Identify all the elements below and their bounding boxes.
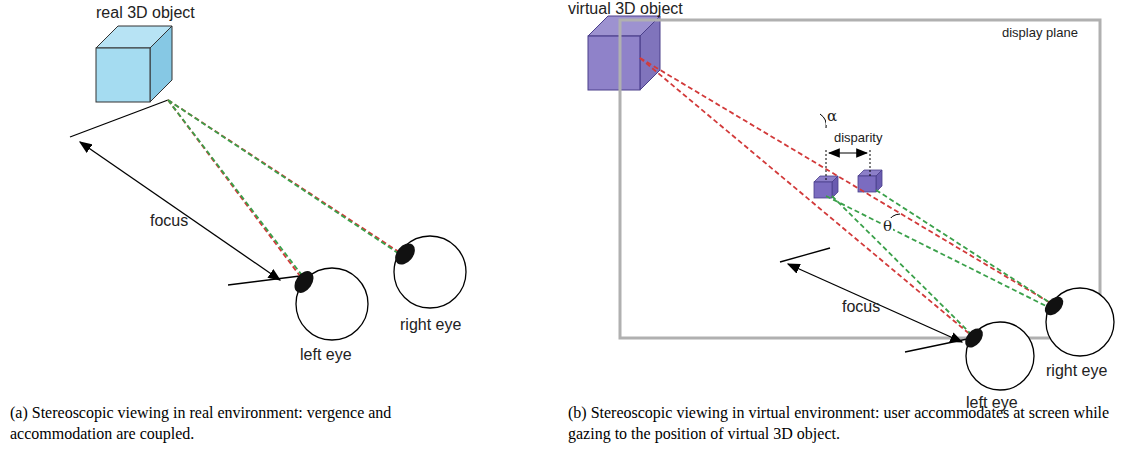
- figure-caption: (b) Stereoscopic viewing in virtual envi…: [568, 403, 1113, 445]
- eyes: [291, 236, 466, 340]
- eye-label: right eye: [1046, 362, 1107, 380]
- angle-label: θ: [882, 218, 893, 235]
- plane-label: display plane: [1002, 26, 1078, 41]
- figure-caption: (a) Stereoscopic viewing in real environ…: [10, 403, 480, 445]
- focus-label: focus: [842, 298, 880, 316]
- angle-label: α: [826, 108, 838, 125]
- real-cube: [96, 26, 172, 102]
- virtual-cube: [588, 16, 660, 90]
- focus-label: focus: [150, 212, 188, 230]
- gaze-lines: [168, 100, 404, 278]
- disparity-cubes: [814, 170, 882, 198]
- object-label: real 3D object: [96, 4, 195, 22]
- eye-label: right eye: [400, 316, 461, 334]
- eyes: [962, 288, 1114, 390]
- eye-label: left eye: [300, 346, 352, 364]
- disparity-label: disparity: [834, 131, 882, 146]
- object-label: virtual 3D object: [568, 0, 683, 18]
- gaze-lines: [640, 58, 1055, 338]
- display-plane: [620, 20, 1100, 338]
